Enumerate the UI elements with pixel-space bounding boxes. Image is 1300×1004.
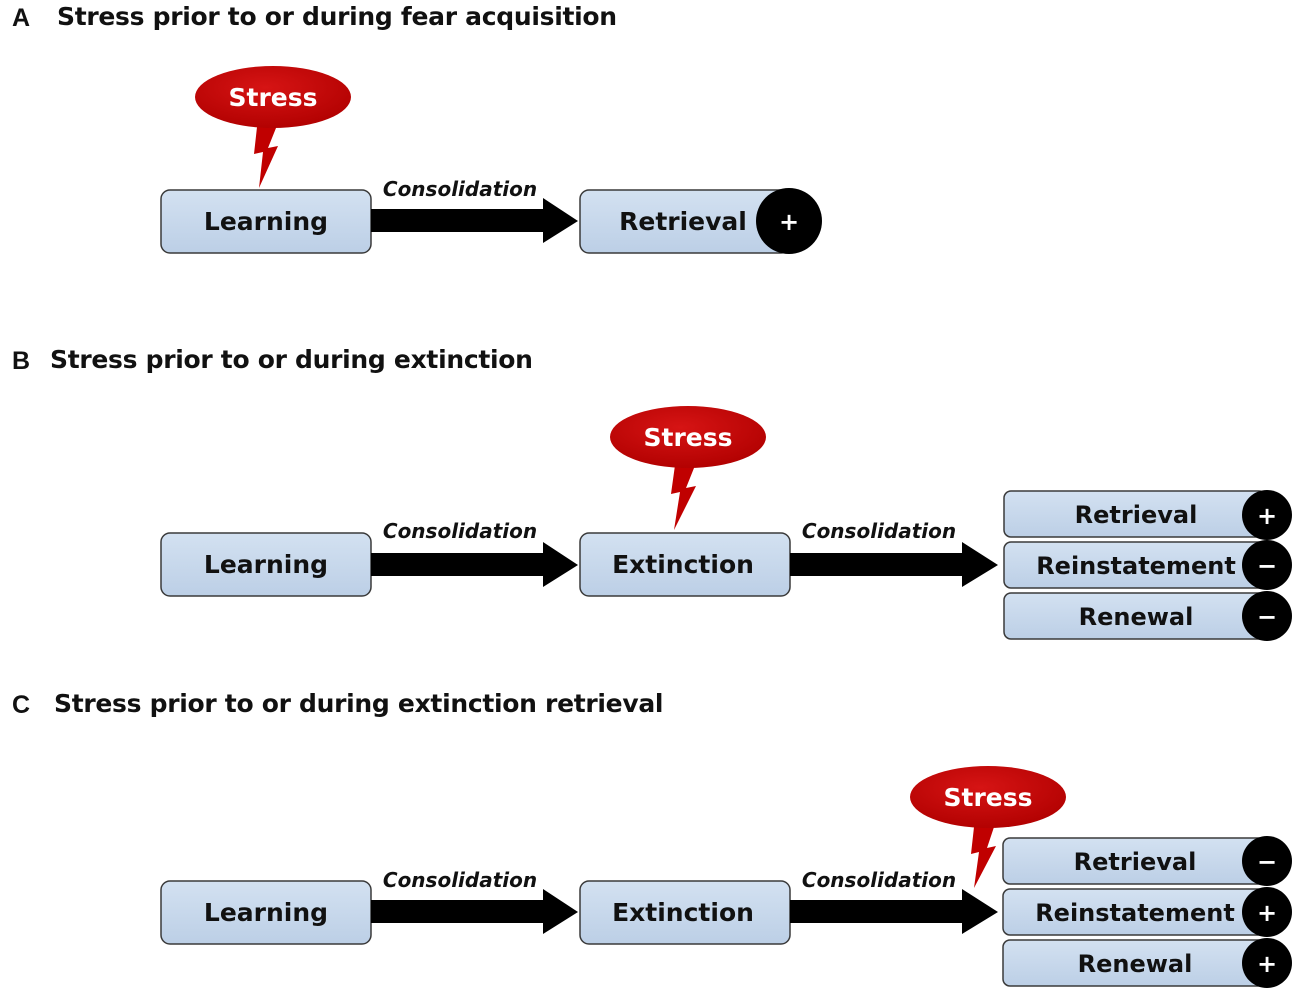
plus-badge xyxy=(1242,938,1292,988)
stress-callout: Stress xyxy=(910,766,1066,888)
retrieval-label: Retrieval xyxy=(619,207,747,236)
plus-icon: + xyxy=(1257,899,1277,927)
panel-c-heading: Stress prior to or during extinction ret… xyxy=(54,689,664,718)
stress-label: Stress xyxy=(228,83,317,112)
consolidation-arrow: Consolidation xyxy=(790,868,998,934)
consolidation-arrow: Consolidation xyxy=(371,519,578,587)
minus-badge xyxy=(1242,836,1292,886)
learning-label: Learning xyxy=(204,898,328,927)
minus-icon: − xyxy=(1257,552,1277,580)
panel-a-letter: A xyxy=(12,4,31,32)
outcome-reinstatement: Reinstatement − xyxy=(1003,540,1292,590)
stress-callout: Stress xyxy=(610,406,766,530)
panel-a-heading: Stress prior to or during fear acquisiti… xyxy=(57,2,617,31)
extinction-label: Extinction xyxy=(612,550,754,579)
consolidation-label: Consolidation xyxy=(383,519,537,543)
stress-label: Stress xyxy=(643,423,732,452)
outcome-label: Retrieval xyxy=(1075,501,1198,529)
retrieval-box: Retrieval + xyxy=(579,188,822,254)
panel-c-letter: C xyxy=(12,691,31,719)
learning-box: Learning xyxy=(160,880,372,945)
outcome-label: Reinstatement xyxy=(1036,552,1236,580)
extinction-label: Extinction xyxy=(612,898,754,927)
extinction-box: Extinction xyxy=(579,880,791,945)
minus-icon: − xyxy=(1257,848,1277,876)
consolidation-label: Consolidation xyxy=(383,177,537,201)
stress-callout: Stress xyxy=(195,66,351,188)
outcome-label: Renewal xyxy=(1078,950,1193,978)
plus-icon: + xyxy=(1257,502,1277,530)
plus-badge xyxy=(1242,887,1292,937)
plus-badge xyxy=(1242,490,1292,540)
panel-b: Stress Learning Consolidation Extinction… xyxy=(160,406,1292,641)
learning-label: Learning xyxy=(204,550,328,579)
outcome-label: Retrieval xyxy=(1074,848,1197,876)
plus-badge xyxy=(756,188,822,254)
plus-icon: + xyxy=(779,208,799,236)
outcome-renewal: Renewal + xyxy=(1002,938,1292,988)
panel-c: Stress Learning Consolidation Extinction… xyxy=(160,766,1292,988)
minus-badge xyxy=(1242,591,1292,641)
outcome-reinstatement: Reinstatement + xyxy=(1002,887,1292,937)
learning-box: Learning xyxy=(160,189,372,254)
outcome-label: Renewal xyxy=(1079,603,1194,631)
extinction-box: Extinction xyxy=(579,532,791,597)
consolidation-arrow: Consolidation xyxy=(371,868,578,934)
outcome-retrieval: Retrieval + xyxy=(1003,490,1292,540)
stress-label: Stress xyxy=(943,783,1032,812)
learning-label: Learning xyxy=(204,207,328,236)
panel-a: Stress Learning Consolidation Retrieval … xyxy=(160,66,822,254)
minus-icon: − xyxy=(1257,603,1277,631)
outcome-retrieval: Retrieval − xyxy=(1002,836,1292,886)
consolidation-label: Consolidation xyxy=(802,519,956,543)
outcome-label: Reinstatement xyxy=(1035,899,1235,927)
minus-badge xyxy=(1242,540,1292,590)
consolidation-arrow: Consolidation xyxy=(790,519,998,587)
plus-icon: + xyxy=(1257,950,1277,978)
panel-b-letter: B xyxy=(12,347,31,375)
consolidation-arrow: Consolidation xyxy=(371,177,578,243)
learning-box: Learning xyxy=(160,532,372,597)
outcome-renewal: Renewal − xyxy=(1003,591,1292,641)
panel-b-heading: Stress prior to or during extinction xyxy=(50,345,533,374)
consolidation-label: Consolidation xyxy=(802,868,956,892)
consolidation-label: Consolidation xyxy=(383,868,537,892)
